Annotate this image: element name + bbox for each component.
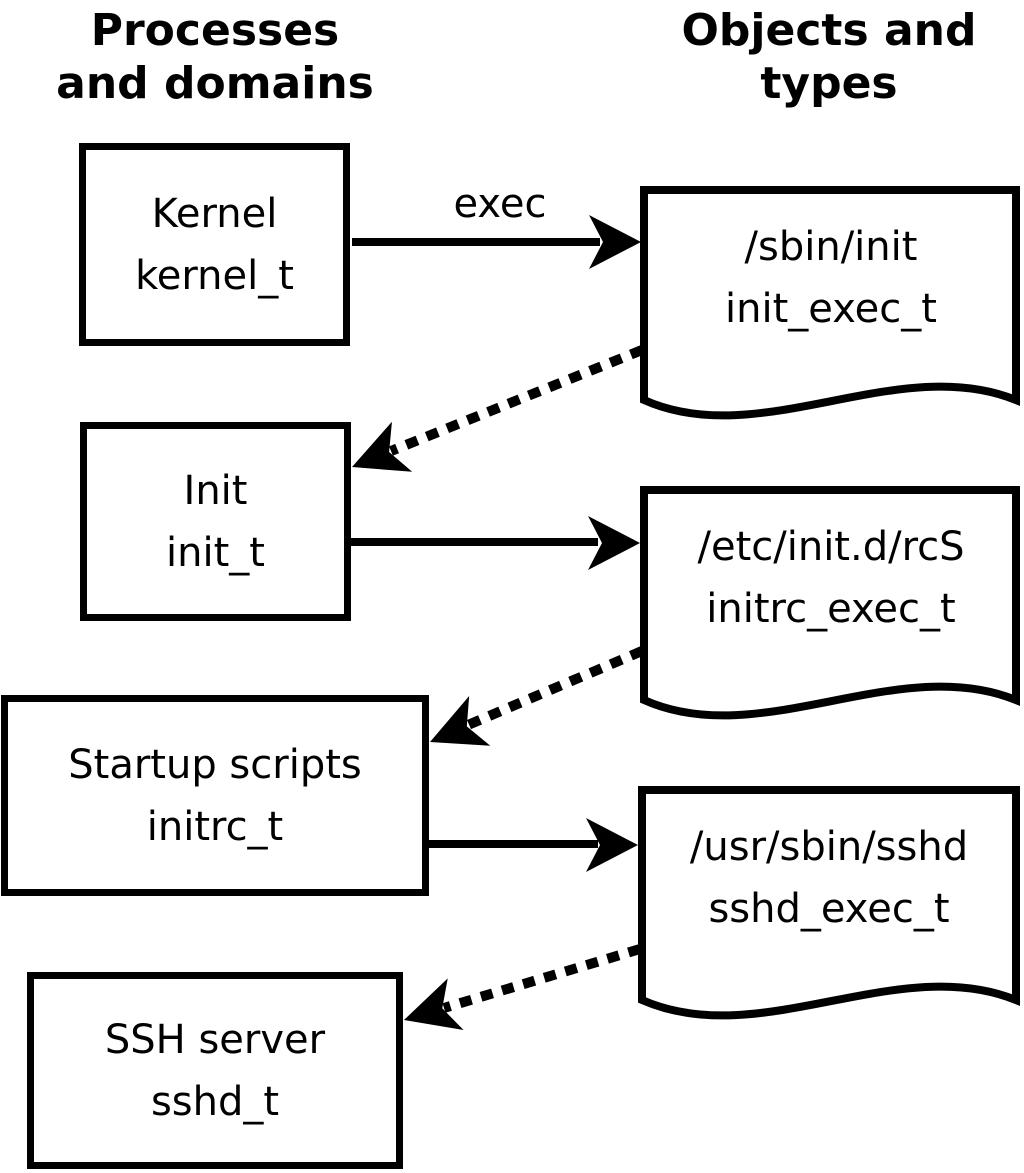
object-doc-usr-sbin-sshd-text: /usr/sbin/sshd sshd_exec_t — [646, 816, 1012, 940]
transition-arrow-line — [442, 944, 642, 1013]
process-label: Kernel — [151, 190, 278, 237]
arrowhead-icon — [430, 696, 491, 746]
column-title-processes: Processes and domains — [20, 4, 410, 110]
document-shape-etc-initd-rcs — [640, 486, 1020, 720]
process-box-ssh-server: SSH server sshd_t — [27, 972, 403, 1169]
transition-arrow-to-initrc — [430, 646, 644, 746]
domain-type-label: init_t — [166, 529, 265, 576]
transition-arrow-to-sshd — [404, 944, 642, 1031]
arrowhead-icon — [352, 421, 413, 472]
process-label: SSH server — [104, 1016, 326, 1063]
exec-edge-label: exec — [453, 181, 547, 227]
process-label: Init — [183, 467, 248, 514]
arrowhead-icon — [586, 818, 638, 872]
object-type-label: initrc_exec_t — [706, 586, 956, 632]
transition-arrow-to-init — [352, 345, 644, 472]
object-path-label: /etc/init.d/rcS — [697, 524, 965, 570]
exec-arrow-initrc-to-sshd — [429, 818, 638, 872]
object-path-label: /usr/sbin/sshd — [689, 824, 969, 870]
domain-type-label: sshd_t — [150, 1078, 280, 1125]
process-label: Startup scripts — [68, 741, 362, 788]
process-box-startup-scripts: Startup scripts initrc_t — [1, 695, 429, 896]
domain-type-label: kernel_t — [135, 252, 294, 299]
column-title-line: Objects and — [681, 5, 977, 56]
exec-arrow-init-to-rcs — [350, 516, 640, 570]
arrowhead-icon — [589, 215, 641, 269]
arrowhead-icon — [588, 516, 640, 570]
document-shape-usr-sbin-sshd — [638, 786, 1020, 1020]
arrowhead-icon — [404, 978, 464, 1031]
object-doc-etc-initd-rcs-text: /etc/init.d/rcS initrc_exec_t — [648, 516, 1014, 640]
domain-type-label: initrc_t — [146, 803, 284, 850]
column-title-objects: Objects and types — [637, 4, 1021, 110]
document-shape-sbin-init — [640, 186, 1020, 420]
object-path-label: /sbin/init — [744, 224, 918, 270]
object-type-label: init_exec_t — [725, 286, 937, 332]
object-doc-sbin-init-text: /sbin/init init_exec_t — [648, 216, 1014, 340]
transition-arrow-line — [389, 345, 644, 456]
column-title-line: Processes — [90, 5, 340, 56]
transition-arrow-line — [466, 646, 644, 730]
process-box-kernel: Kernel kernel_t — [79, 143, 350, 346]
process-box-init: Init init_t — [80, 422, 351, 621]
exec-arrow-kernel-to-sbininit — [352, 215, 641, 269]
column-title-line: and domains — [56, 58, 374, 109]
object-type-label: sshd_exec_t — [708, 886, 950, 932]
column-title-line: types — [760, 58, 898, 109]
